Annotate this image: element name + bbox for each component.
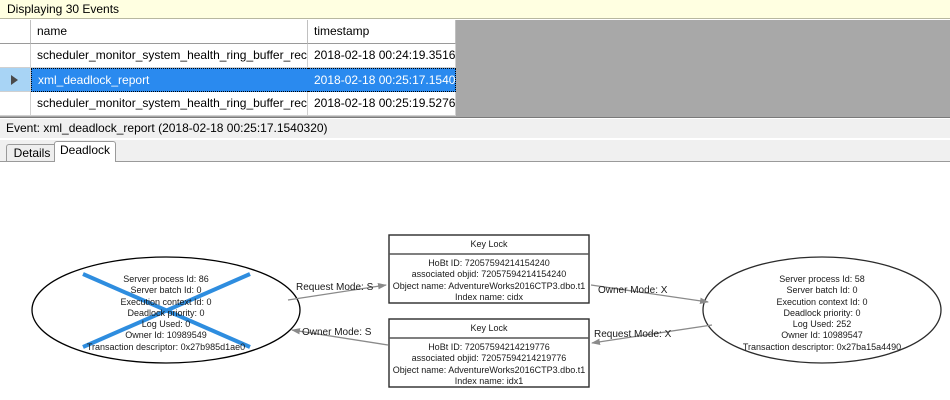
grid-header-timestamp[interactable]: timestamp	[308, 20, 456, 44]
tab-details[interactable]: Details	[6, 144, 58, 162]
top-key-lock-text: HoBt ID: 72057594214154240 associated ob…	[389, 258, 589, 303]
right-process-line-0: Server process Id: 58	[779, 274, 865, 284]
top-key-lock-line-3: Index name: cidx	[454, 291, 524, 302]
tab-deadlock[interactable]: Deadlock	[54, 141, 116, 162]
top-key-lock-box[interactable]	[388, 234, 590, 304]
left-process-line-2: Execution context Id: 0	[120, 296, 212, 307]
top-key-lock-line-1: associated objid: 72057594214154240	[411, 269, 567, 280]
row-selector-cell[interactable]	[0, 92, 31, 116]
row-timestamp-cell[interactable]: 2018-02-18 00:25:17.1540320	[308, 68, 456, 92]
victim-cross-line-2	[82, 272, 251, 349]
edge-label-right-owner: Owner Mode: X	[598, 285, 668, 296]
top-key-lock-title: Key Lock	[470, 239, 508, 249]
left-process-line-4: Log Used: 0	[141, 319, 191, 330]
right-process-line-1: Server batch Id: 0	[786, 285, 858, 296]
edge-right-owner-arrow	[590, 284, 709, 305]
edge-label-left-request: Request Mode: S	[296, 282, 374, 293]
left-process-text: Server process Id: 86 Server batch Id: 0…	[36, 274, 296, 353]
left-process-line-5: Owner Id: 10989549	[125, 330, 207, 341]
status-banner-text: Displaying 30 Events	[7, 2, 120, 16]
row-pointer-icon	[11, 75, 18, 85]
events-grid-area: name timestamp scheduler_monitor_system_…	[0, 20, 950, 118]
table-row[interactable]: scheduler_monitor_system_health_ring_buf…	[0, 92, 456, 116]
left-process-line-3: Deadlock priority: 0	[127, 307, 205, 318]
right-process-line-3: Deadlock priority: 0	[783, 307, 861, 318]
event-header-text: Event: xml_deadlock_report (2018-02-18 0…	[6, 121, 328, 135]
edge-label-left-owner: Owner Mode: S	[302, 327, 372, 338]
edge-right-request-arrow	[591, 324, 713, 345]
table-row-selected[interactable]: xml_deadlock_report 2018-02-18 00:25:17.…	[0, 68, 456, 92]
bottom-key-lock-line-0: HoBt ID: 72057594214219776	[428, 342, 550, 352]
tab-strip: Details Deadlock	[0, 140, 950, 162]
left-process-line-0: Server process Id: 86	[123, 274, 209, 284]
bottom-key-lock-line-2: Object name: AdventureWorks2016CTP3.dbo.…	[392, 364, 586, 375]
row-name-cell[interactable]: scheduler_monitor_system_health_ring_buf…	[31, 92, 308, 116]
events-grid[interactable]: name timestamp scheduler_monitor_system_…	[0, 20, 456, 116]
bottom-key-lock-title: Key Lock	[470, 323, 508, 333]
deadlock-graph-panel[interactable]: Server process Id: 86 Server batch Id: 0…	[0, 161, 950, 400]
bottom-key-lock-line-3: Index name: idx1	[454, 375, 524, 386]
row-name-cell[interactable]: scheduler_monitor_system_health_ring_buf…	[31, 44, 308, 68]
bottom-key-lock-text: HoBt ID: 72057594214219776 associated ob…	[389, 342, 589, 387]
deadlock-graph-canvas	[31, 234, 942, 388]
bottom-key-lock-box[interactable]	[388, 318, 590, 388]
table-row[interactable]: scheduler_monitor_system_health_ring_buf…	[0, 44, 456, 68]
grid-header-selector	[0, 20, 31, 44]
bottom-key-lock-line-1: associated objid: 72057594214219776	[411, 353, 567, 364]
right-process-ellipse[interactable]	[702, 256, 942, 364]
right-process-text: Server process Id: 58 Server batch Id: 0…	[702, 274, 942, 353]
row-timestamp-cell[interactable]: 2018-02-18 00:24:19.3516078	[308, 44, 456, 68]
left-process-line-1: Server batch Id: 0	[130, 285, 202, 296]
edge-label-right-request: Request Mode: X	[594, 329, 672, 340]
right-process-line-2: Execution context Id: 0	[776, 296, 868, 307]
right-process-line-6: Transaction descriptor: 0x27ba15a4490	[742, 341, 902, 352]
row-selector-cell[interactable]	[0, 44, 31, 68]
top-key-lock-line-2: Object name: AdventureWorks2016CTP3.dbo.…	[392, 280, 586, 291]
grid-header-name[interactable]: name	[31, 20, 308, 44]
left-process-line-6: Transaction descriptor: 0x27b985d1ae0	[86, 341, 246, 352]
edge-left-owner-arrow	[291, 328, 389, 346]
row-selector-cell[interactable]	[0, 68, 31, 92]
top-key-lock-line-0: HoBt ID: 72057594214154240	[428, 258, 550, 268]
grid-header-row: name timestamp	[0, 20, 456, 44]
status-banner: Displaying 30 Events	[0, 0, 950, 19]
right-process-line-4: Log Used: 252	[792, 319, 852, 330]
tab-seam-mask	[54, 162, 116, 163]
row-name-cell[interactable]: xml_deadlock_report	[31, 68, 308, 92]
edge-left-request-arrow	[287, 283, 387, 301]
right-process-line-5: Owner Id: 10989547	[781, 330, 863, 341]
event-header: Event: xml_deadlock_report (2018-02-18 0…	[0, 119, 950, 138]
row-timestamp-cell[interactable]: 2018-02-18 00:25:19.5276859	[308, 92, 456, 116]
